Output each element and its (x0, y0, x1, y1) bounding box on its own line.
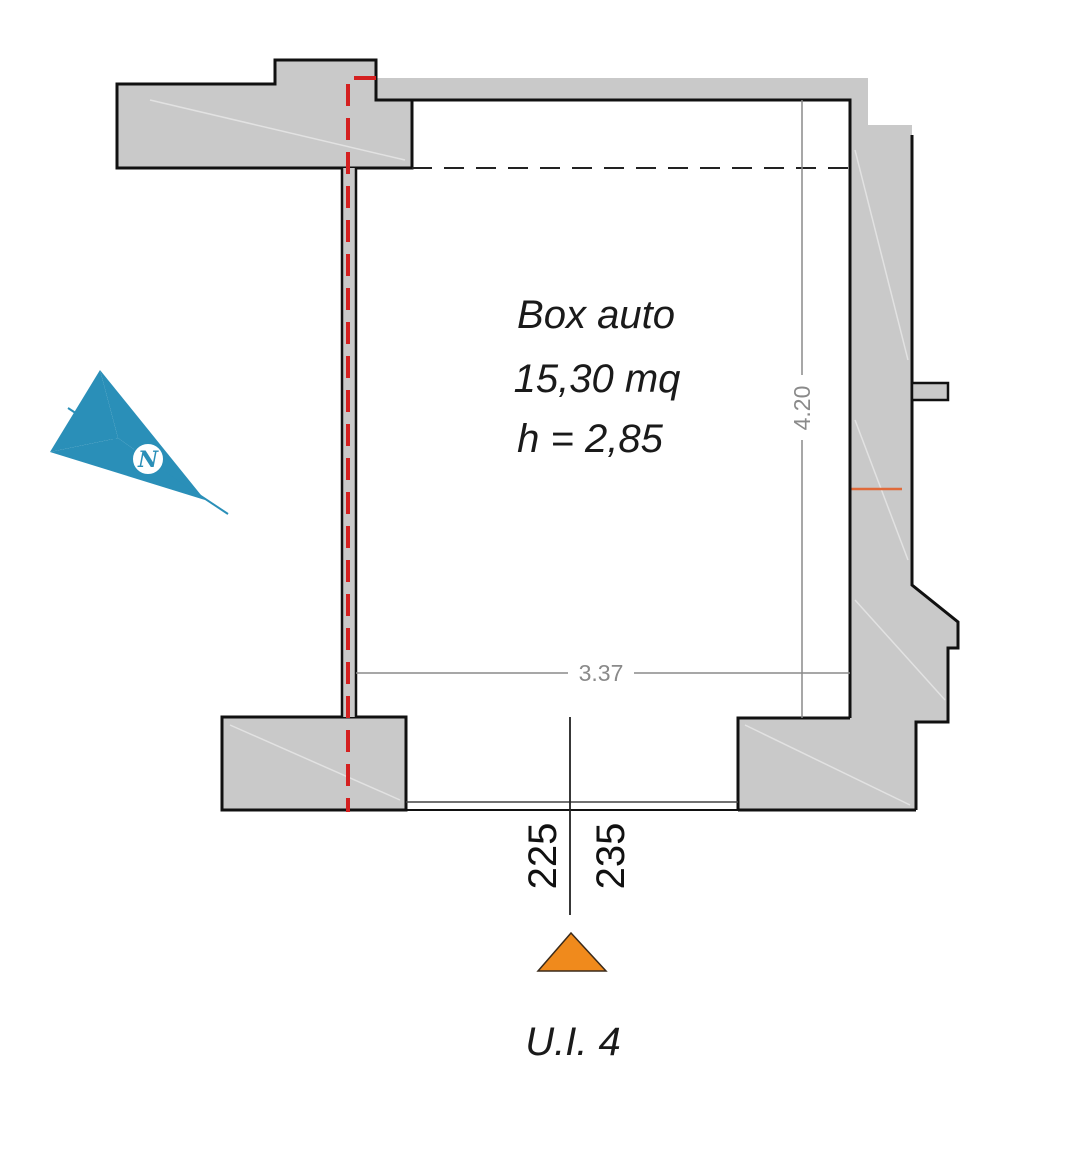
entry-triangle-icon (536, 931, 608, 972)
entrance-height-left: 225 (521, 823, 565, 890)
wall-hatch (229, 724, 401, 801)
room-name: Box auto (517, 293, 675, 337)
compass-north-letter: N (137, 447, 159, 473)
wall-hatch (149, 99, 406, 161)
compass-icon: N (50, 370, 229, 515)
dimension-width-label: 3.37 (579, 660, 624, 686)
entrance-height-right: 235 (589, 823, 633, 890)
top-wall-band (345, 78, 912, 135)
wall-hatch (854, 149, 909, 361)
wall-protrusion (910, 381, 950, 402)
wall-hatch (744, 724, 911, 806)
unit-label: U.I. 4 (525, 1020, 621, 1064)
wall-hatch (854, 599, 946, 701)
wall-top-left (115, 58, 414, 170)
room-area: 15,30 mq (514, 357, 681, 401)
dimension-depth-label: 4.20 (789, 386, 815, 431)
wall-right (738, 100, 958, 810)
room-outline (412, 98, 852, 718)
wall-right-outline (910, 135, 960, 810)
boundary-dashed-line (346, 76, 376, 812)
wall-bottom-right-outline (736, 716, 850, 810)
wall-bottom-left (220, 715, 408, 812)
room-height: h = 2,85 (517, 417, 663, 461)
